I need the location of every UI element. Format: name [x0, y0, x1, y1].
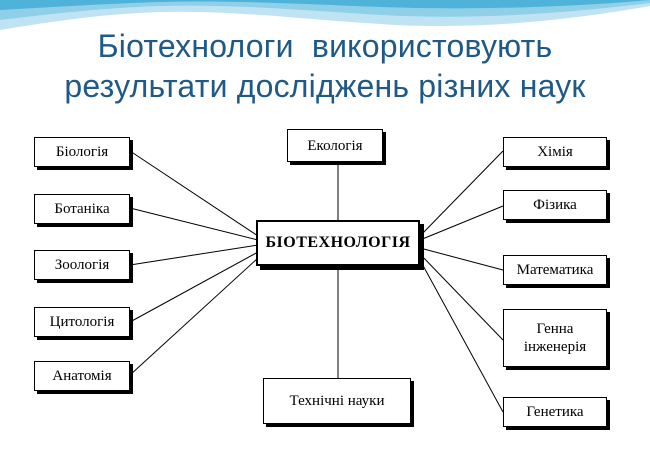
node-zoology: Зоологія: [34, 250, 130, 280]
slide-title-line-1: Біотехнологи використовують: [97, 28, 553, 64]
slide-title: Біотехнологи використовують результати д…: [0, 26, 650, 106]
node-biology-label: Біологія: [55, 144, 109, 160]
connector-physics: [419, 205, 504, 241]
node-math-label: Математика: [516, 262, 594, 278]
node-cytology: Цитологія: [34, 307, 130, 337]
node-zoology-label: Зоологія: [54, 257, 110, 273]
connector-cytology: [129, 251, 259, 323]
node-chemistry: Хімія: [503, 137, 607, 167]
node-technical-sciences: Технічні науки: [263, 378, 411, 424]
header-wave-decoration: [0, 0, 650, 30]
connector-genetic-engineering: [419, 253, 504, 341]
connector-zoology: [129, 244, 259, 266]
center-node-biotechnology: БІОТЕХНОЛОГІЯ: [256, 220, 420, 266]
node-genetic-engineering: Генна інженерія: [503, 309, 607, 367]
connector-chemistry: [419, 150, 504, 237]
node-ecology-label: Екологія: [307, 137, 363, 154]
connector-math: [419, 247, 504, 271]
node-genetics-label: Генетика: [526, 404, 584, 420]
slide-title-line-2: результати досліджень різних наук: [64, 68, 586, 104]
node-physics: Фізика: [503, 190, 607, 220]
node-biology: Біологія: [34, 137, 130, 167]
node-genetic-engineering-label: Генна інженерія: [523, 321, 587, 355]
node-ecology: Екологія: [287, 129, 383, 162]
node-anatomy-label: Анатомія: [52, 368, 112, 384]
center-node-label: БІОТЕХНОЛОГІЯ: [265, 234, 411, 251]
node-chemistry-label: Хімія: [537, 144, 573, 160]
node-anatomy: Анатомія: [34, 361, 130, 391]
node-genetics: Генетика: [503, 397, 607, 427]
node-botany-label: Ботаніка: [54, 201, 110, 217]
connector-anatomy: [129, 257, 259, 376]
node-cytology-label: Цитологія: [49, 314, 115, 330]
node-technical-sciences-label: Технічні науки: [289, 393, 385, 409]
connector-genetics: [419, 259, 504, 413]
node-physics-label: Фізика: [533, 197, 577, 213]
node-math: Математика: [503, 255, 607, 285]
connector-botany: [129, 207, 259, 241]
node-botany: Ботаніка: [34, 194, 130, 224]
connector-biology: [129, 150, 259, 237]
